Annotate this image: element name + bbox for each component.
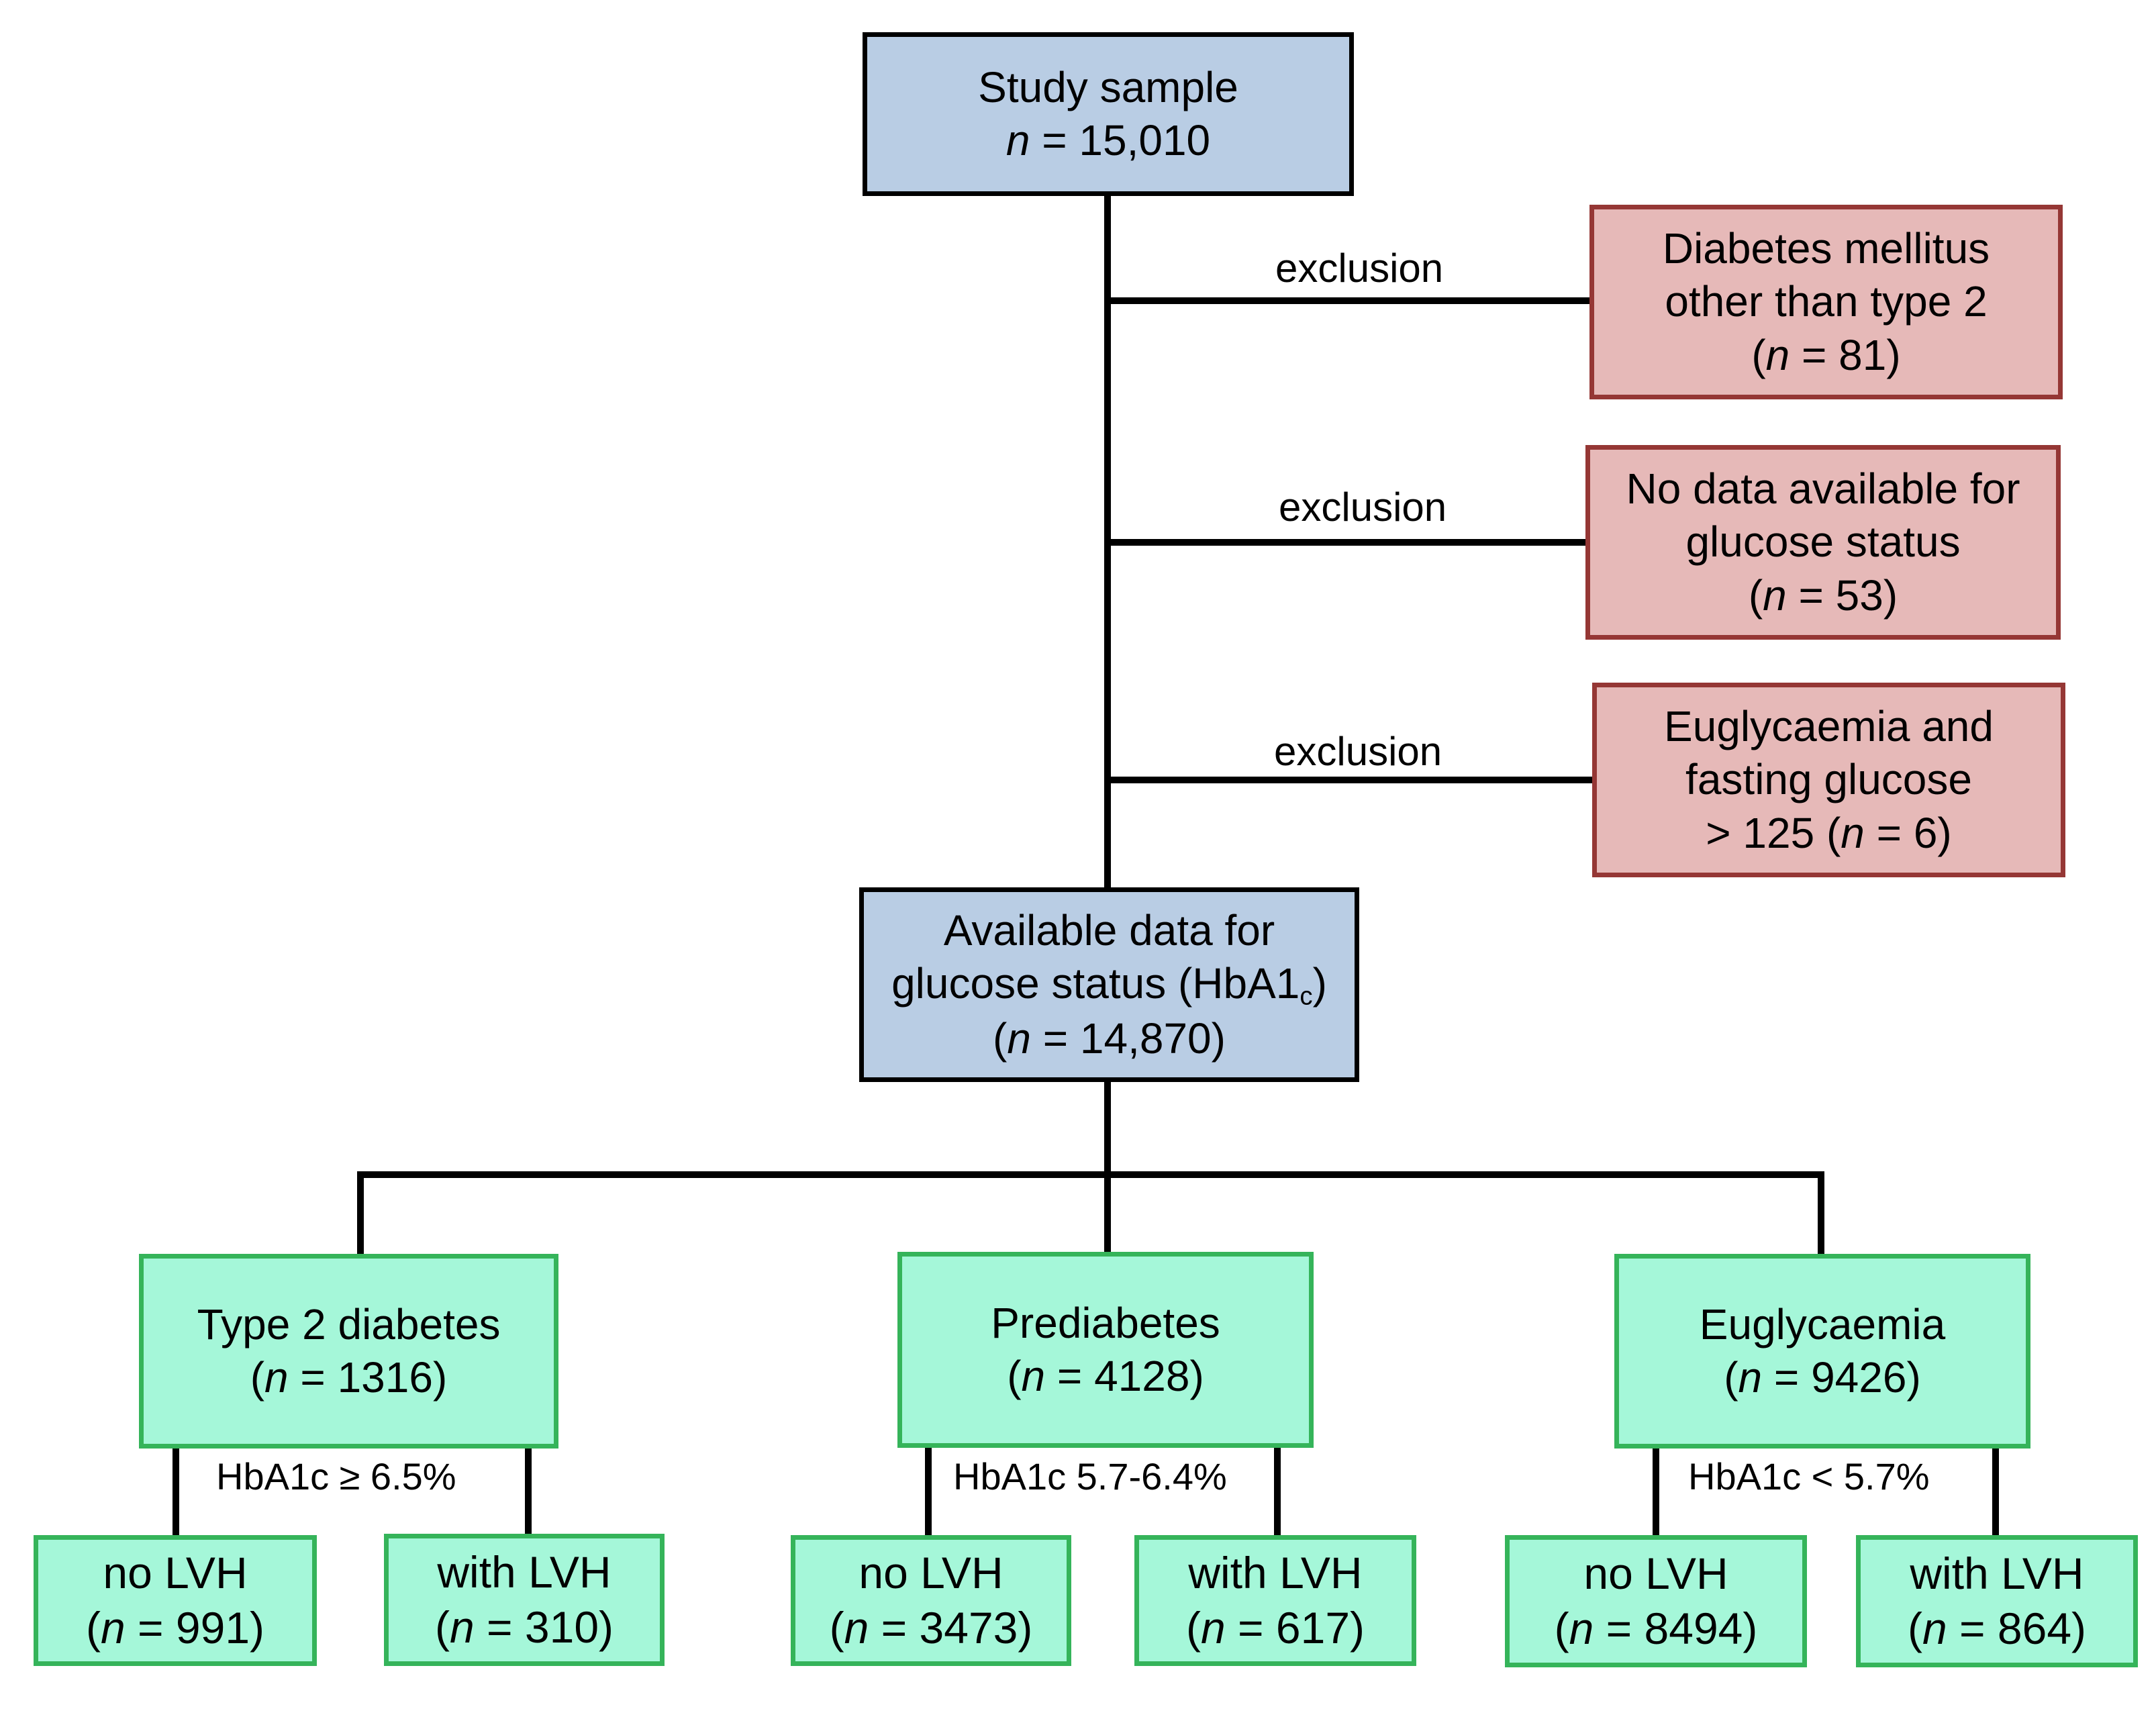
leaf-t2d-no-lvh: no LVH (n = 991): [34, 1535, 317, 1666]
leaf-pre-with-lvh: with LVH (n = 617): [1134, 1535, 1416, 1666]
leaf-eug-with-lvh: with LVH (n = 864): [1856, 1535, 2138, 1667]
available-data-box: Available data for glucose status (HbA1c…: [859, 887, 1359, 1082]
exclusion-label-1: exclusion: [1275, 246, 1444, 291]
study-sample-box: Study sample n = 15,010: [863, 32, 1354, 196]
criterion-prediabetes: HbA1c 5.7-6.4%: [953, 1455, 1227, 1498]
leaf-eug-no-lvh: no LVH (n = 8494): [1505, 1535, 1807, 1667]
study-sample-title: Study sample: [978, 62, 1238, 111]
leaf-t2d-with-lvh: with LVH (n = 310): [384, 1534, 665, 1666]
exclusion-label-2: exclusion: [1279, 485, 1447, 530]
group-box-prediabetes: Prediabetes (n = 4128): [897, 1252, 1314, 1448]
group-box-euglycaemia: Euglycaemia (n = 9426): [1614, 1254, 2030, 1449]
exclusion-label-3: exclusion: [1274, 729, 1442, 774]
exclusion-box-other-diabetes: Diabetes mellitus other than type 2 (n =…: [1589, 205, 2063, 399]
exclusion-box-no-data: No data available for glucose status (n …: [1585, 445, 2061, 640]
criterion-type2-diabetes: HbA1c ≥ 6.5%: [216, 1455, 456, 1498]
exclusion-box-euglycaemia-fasting: Euglycaemia and fasting glucose > 125 (n…: [1592, 683, 2065, 877]
group-box-type2-diabetes: Type 2 diabetes (n = 1316): [139, 1254, 558, 1449]
leaf-pre-no-lvh: no LVH (n = 3473): [791, 1535, 1071, 1666]
criterion-euglycaemia: HbA1c < 5.7%: [1688, 1455, 1930, 1498]
study-sample-count: n = 15,010: [1006, 116, 1211, 164]
